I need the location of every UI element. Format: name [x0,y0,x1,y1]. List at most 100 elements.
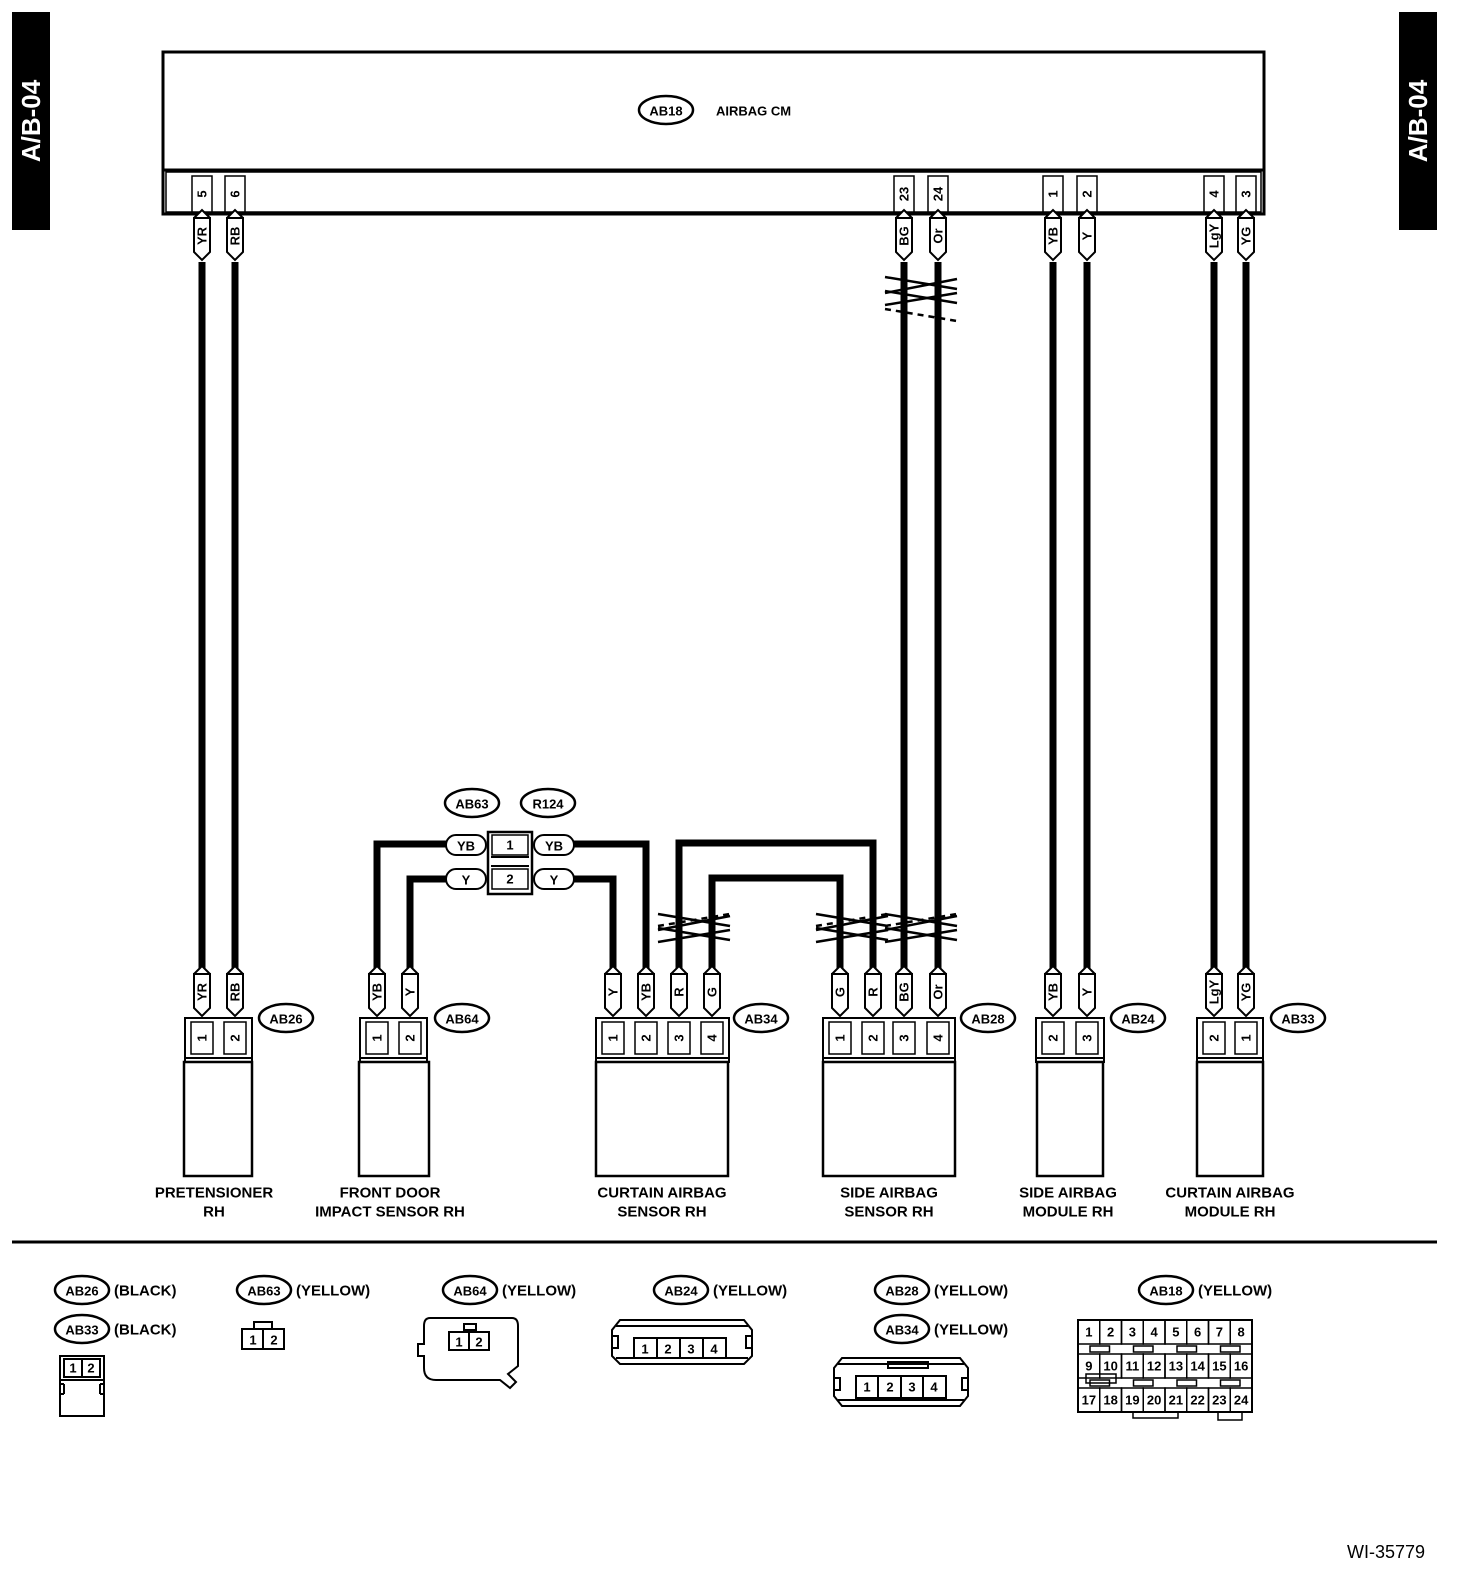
junction-left-wire-2-shape [445,868,487,890]
ab18-pin-12: 12 [1147,1359,1161,1374]
ab18-pin-2: 2 [1107,1325,1114,1340]
airbag-control-module: AB18 AIRBAG CM [161,50,1266,216]
pin-1: 1 [195,1034,210,1041]
ab18-foot [1217,1411,1243,1421]
junction-right-wire-2: Y [550,873,559,888]
pin-3: 3 [672,1034,687,1041]
junction-right-id: R124 [532,797,564,812]
component-body [1195,1060,1265,1178]
component-label-2: SENSOR RH [617,1204,706,1221]
connector-face-ab64 [417,1317,519,1390]
cm-wire-tag-5: YR [195,226,210,245]
pin-1: 1 [606,1034,621,1041]
pin-2: 2 [1207,1034,1222,1041]
component-body [1035,1060,1105,1178]
component-label-1: PRETENSIONER [155,1185,274,1202]
legend-id: AB28 [885,1284,918,1299]
wire-tag-2-shape [401,964,419,1018]
ab18-pin-3: 3 [1129,1325,1136,1340]
connector-id-oval [959,1002,1017,1034]
legend-id-oval [873,1274,931,1306]
cm-wire-tag-5-shape [193,208,211,262]
ab18-pin-6: 6 [1194,1325,1201,1340]
component-body [821,1060,957,1178]
twist-mark-cm [884,275,958,323]
wire-tag-1: YB [370,983,385,1001]
twist-mark-ab28-a [815,912,889,944]
legend-color: (YELLOW) [934,1283,1008,1300]
pin-box-1 [601,1021,625,1055]
legend-id: AB18 [1149,1284,1182,1299]
junction-right-wire-2-shape [533,868,575,890]
legend-color: (BLACK) [114,1283,176,1300]
wire-tag-2-shape [1205,964,1223,1018]
pin-2: 2 [866,1034,881,1041]
cm-wire-tag-4-shape [1205,208,1223,262]
pin-2: 2 [403,1034,418,1041]
legend-color: (YELLOW) [502,1283,576,1300]
cm-wire-tag-23: BG [897,226,912,246]
legend-id: AB33 [65,1323,98,1338]
cm-pin-24: 24 [931,186,946,201]
legend-id-oval [652,1274,710,1306]
connector-face-ab63 [241,1321,285,1350]
ab18-cell-8 [1229,1319,1253,1345]
pin-2: 2 [1046,1034,1061,1041]
junction-right-wire-1: YB [545,839,563,854]
cm-wire-tag-3-shape [1237,208,1255,262]
legend-id: AB24 [664,1284,698,1299]
pin-box-1 [1234,1021,1258,1055]
cm-wire-tag-1-shape [1044,208,1062,262]
wire-tag-2-shape [226,964,244,1018]
wire-tag-2: RB [228,983,243,1002]
component-body [594,1060,730,1178]
pin-box-1 [828,1021,852,1055]
wire-tag-2: R [866,987,881,997]
face-ab26-pin-2: 2 [87,1361,94,1376]
page-tag-right: A/B-04 [1399,12,1437,230]
pin-box-2 [1041,1021,1065,1055]
wire-tag-1: YR [195,982,210,1001]
wire-r-pair [675,839,877,972]
junction-pin-1: 1 [506,838,513,853]
component-label-2: SENSOR RH [844,1204,933,1221]
legend-id-oval [873,1313,931,1345]
legend-id-oval [1137,1274,1195,1306]
svg-text:A/B-04: A/B-04 [16,79,46,162]
component-label-2: MODULE RH [1023,1204,1114,1221]
legend-id-oval [235,1274,293,1306]
ab18-pin-23: 23 [1212,1393,1226,1408]
connector-face-ab26-ab33 [59,1355,105,1417]
page-tag-left: A/B-04 [12,12,50,230]
component-body [357,1060,431,1178]
ab18-pin-10: 10 [1103,1359,1117,1374]
junction-left-wire-1: YB [457,839,475,854]
ab18-cell-16 [1229,1353,1253,1379]
connector-id: AB34 [744,1012,778,1027]
ab18-pin-18: 18 [1103,1393,1117,1408]
legend-color: (YELLOW) [296,1283,370,1300]
wire-tag-4-shape [703,964,721,1018]
connector-id: AB28 [971,1012,1004,1027]
face-ab24-pin-1: 1 [641,1342,648,1357]
wire-tag-2-shape [1044,964,1062,1018]
cm-wire-tag-2-shape [1078,208,1096,262]
ab18-pin-21: 21 [1169,1393,1183,1408]
wire-tag-4: G [705,987,720,997]
face-ab28-pin-4: 4 [930,1380,938,1395]
ab18-pin-4: 4 [1151,1325,1159,1340]
wire-tag-1: YG [1239,983,1254,1002]
component-label-1: CURTAIN AIRBAG [597,1185,726,1202]
connector-face-ab24 [611,1319,753,1365]
connector-legend: AB26(BLACK)AB33(BLACK)AB63(YELLOW)AB64(Y… [53,1274,1272,1345]
junction-left-id: AB63 [455,797,488,812]
cm-pin-2: 2 [1080,190,1095,197]
wire-tag-1: G [833,987,848,997]
legend-id: AB63 [247,1284,280,1299]
cm-pin-6: 6 [228,190,243,197]
twist-mark-ab34 [657,912,731,944]
legend-color: (BLACK) [114,1322,176,1339]
